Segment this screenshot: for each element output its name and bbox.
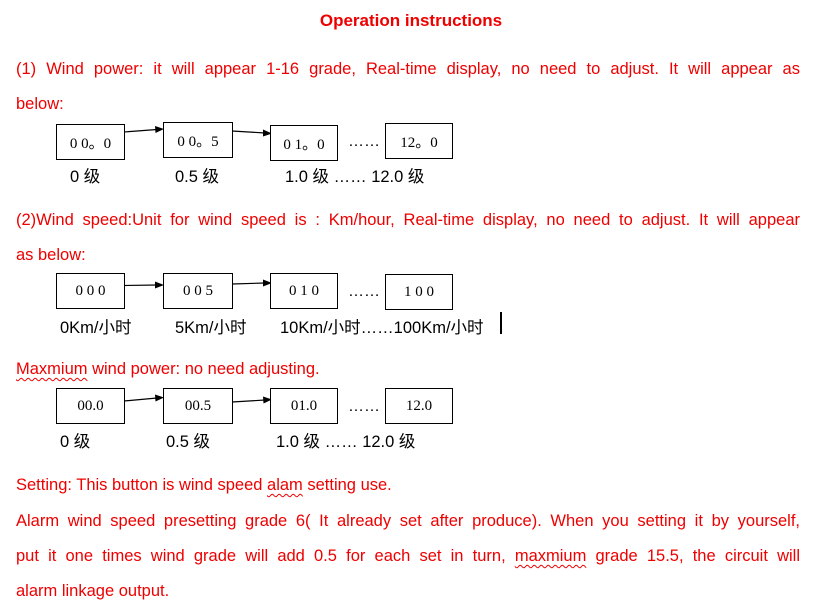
alarm-text-line2: put it one times wind grade will add 0.5… [16, 547, 800, 566]
max-wind-label-3: 1.0 级 …… 12.0 级 [276, 433, 416, 451]
misspelled-word: Maxmium [16, 360, 88, 378]
arrow-icon [231, 279, 272, 287]
arrow-icon [231, 129, 272, 137]
wind-speed-box-3: 0 1 0 [270, 273, 338, 309]
arrow-icon [123, 126, 164, 133]
max-wind-label-1: 0 级 [60, 433, 91, 451]
section1-text-line1: (1) Wind power: it will appear 1-16 grad… [16, 60, 800, 78]
wind-speed-label-2: 5Km/小时 [175, 319, 247, 337]
wind-power-label-1: 0 级 [70, 168, 101, 186]
alarm-text-line2-pre: put it one times wind grade will add 0.5… [16, 547, 515, 565]
wind-speed-label-3: 10Km/小时……100Km/小时 [280, 319, 484, 337]
wind-power-box-1: 0 0。0 [56, 124, 125, 160]
ellipsis: …… [348, 133, 380, 150]
arrow-icon [231, 396, 272, 404]
wind-speed-box-1: 0 0 0 [56, 273, 125, 309]
section3-text-rest: wind power: no need adjusting. [87, 360, 320, 378]
wind-power-box-3: 0 1。0 [270, 125, 338, 161]
wind-speed-box-4: 1 0 0 [385, 274, 453, 310]
alarm-text-line1: Alarm wind speed presetting grade 6( It … [16, 512, 800, 530]
wind-power-box-2: 0 0。5 [163, 122, 233, 158]
setting-text-pre: Setting: This button is wind speed [16, 476, 268, 494]
alarm-text-line3: alarm linkage output. [16, 582, 170, 600]
ellipsis: …… [348, 398, 380, 415]
max-wind-box-1: 00.0 [56, 388, 125, 424]
setting-text-post: setting use. [302, 476, 392, 494]
alarm-text-line2-post: grade 15.5, the circuit will [586, 547, 801, 565]
misspelled-word: maxmium [514, 547, 587, 565]
wind-power-label-3: 1.0 级 …… 12.0 级 [285, 168, 425, 186]
wind-power-box-4: 12。0 [385, 123, 453, 159]
max-wind-box-4: 12.0 [385, 388, 453, 424]
max-wind-box-3: 01.0 [270, 388, 338, 424]
wind-speed-box-2: 0 0 5 [163, 273, 233, 309]
wind-speed-label-1: 0Km/小时 [60, 319, 132, 337]
setting-text: Setting: This button is wind speed alam … [16, 476, 392, 495]
section2-text-line2: as below: [16, 246, 86, 264]
misspelled-word: alam [267, 476, 303, 494]
ellipsis: …… [348, 283, 380, 300]
max-wind-box-2: 00.5 [163, 388, 233, 424]
section3-text: Maxmium wind power: no need adjusting. [16, 360, 320, 379]
wind-power-label-2: 0.5 级 [175, 168, 220, 186]
section1-text-line2: below: [16, 95, 64, 113]
arrow-icon [123, 281, 164, 289]
arrow-icon [123, 394, 164, 402]
section2-text-line1: (2)Wind speed:Unit for wind speed is : K… [16, 211, 800, 229]
max-wind-label-2: 0.5 级 [166, 433, 211, 451]
page-title: Operation instructions [319, 11, 503, 30]
text-cursor [500, 312, 502, 334]
